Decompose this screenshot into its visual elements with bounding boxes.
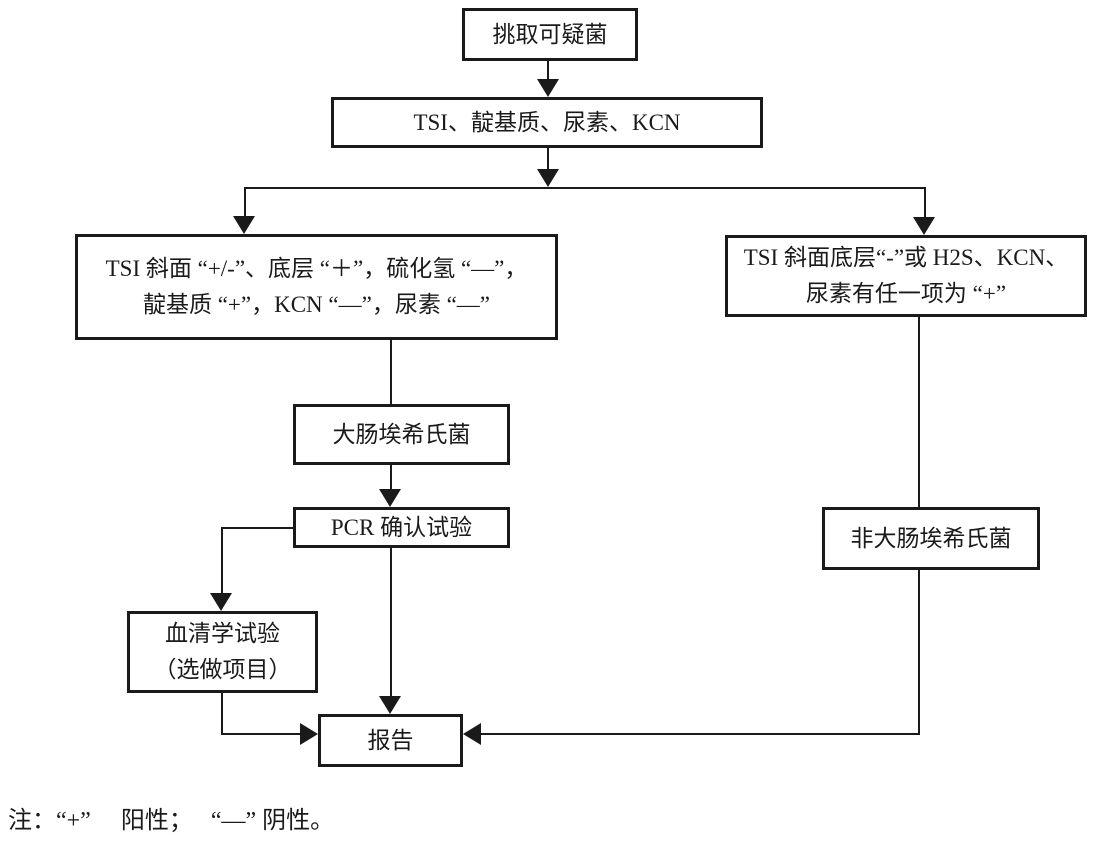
connector-pick-to-panel <box>547 61 549 80</box>
node-non-ecoli-label: 非大肠埃希氏菌 <box>850 525 1012 551</box>
connector-branch-to-left <box>244 187 246 217</box>
connector-pcr-to-serology-v <box>221 527 223 595</box>
arrowhead-left-icon <box>463 723 481 745</box>
node-pick-suspect-colony-label: 挑取可疑菌 <box>492 21 608 47</box>
node-pcr-confirmation-label: PCR 确认试验 <box>330 514 473 540</box>
node-serology-test-line1: 血清学试验 <box>165 621 280 647</box>
arrowhead-down-icon <box>537 79 559 97</box>
node-positive-criteria: TSI 斜面 “+/-”、底层 “＋”，硫化氢 “—”， 靛基质 “+”，KCN… <box>75 234 558 340</box>
connector-branch-line <box>244 187 926 189</box>
connector-pcr-to-report <box>390 548 392 698</box>
arrowhead-down-icon <box>913 217 935 235</box>
arrowhead-down-icon <box>379 489 401 507</box>
node-pcr-confirmation: PCR 确认试验 <box>293 507 510 548</box>
node-serology-test: 血清学试验 （选做项目） <box>127 611 318 693</box>
arrowhead-down-icon <box>210 593 232 611</box>
connector-nonecoli-to-report-h <box>481 733 920 735</box>
connector-branch-to-right <box>924 187 926 218</box>
arrowhead-down-icon <box>233 216 255 234</box>
connector-nonecoli-to-report-v <box>918 570 920 735</box>
legend-note: 注：“+” 阳性； “—” 阴性。 <box>8 808 335 834</box>
arrowhead-down-icon <box>379 696 401 714</box>
arrowhead-right-icon <box>300 723 318 745</box>
node-pick-suspect-colony: 挑取可疑菌 <box>462 8 638 61</box>
connector-pcr-to-serology-h <box>221 527 293 529</box>
node-negative-criteria: TSI 斜面底层“-”或 H2S、KCN、 尿素有任一项为 “+” <box>725 235 1087 317</box>
connector-serology-to-report-h <box>221 733 300 735</box>
node-serology-test-line2: （选做项目） <box>153 657 292 682</box>
node-biochemical-panel: TSI、靛基质、尿素、KCN <box>331 97 763 148</box>
connector-ecoli-to-pcr <box>390 465 392 491</box>
connector-left-to-ecoli <box>390 340 392 404</box>
connector-serology-to-report-v <box>221 693 223 735</box>
node-ecoli: 大肠埃希氏菌 <box>293 404 510 465</box>
node-report-label: 报告 <box>367 727 414 753</box>
connector-panel-to-branch <box>547 148 549 170</box>
node-ecoli-label: 大肠埃希氏菌 <box>332 421 471 447</box>
node-report: 报告 <box>318 714 463 767</box>
arrowhead-down-icon <box>537 169 559 187</box>
node-biochemical-panel-label: TSI、靛基质、尿素、KCN <box>413 109 681 135</box>
node-negative-criteria-line1: TSI 斜面底层“-”或 H2S、KCN、 <box>743 245 1069 271</box>
node-positive-criteria-line2: 靛基质 “+”，KCN “—”，尿素 “—” <box>142 292 491 317</box>
connector-right-to-nonecoli <box>918 317 920 507</box>
node-negative-criteria-line2: 尿素有任一项为 “+” <box>805 281 1007 306</box>
node-non-ecoli: 非大肠埃希氏菌 <box>822 507 1040 570</box>
node-positive-criteria-line1: TSI 斜面 “+/-”、底层 “＋”，硫化氢 “—”， <box>105 256 528 282</box>
